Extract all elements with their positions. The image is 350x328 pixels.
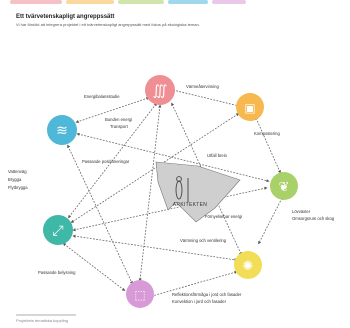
connector-thermal-cube: [138, 104, 162, 282]
node-leaves: ❦: [270, 172, 298, 200]
connector-leaves-tools: [72, 186, 268, 232]
node-sun: ✺: [234, 251, 262, 279]
box-icon: ▣: [244, 101, 255, 115]
center-architect: ARKITEKTEN: [155, 161, 241, 223]
label-vattenvag: Vattenväg: [8, 169, 27, 174]
connector-box-tools: [70, 113, 240, 223]
label-energibalans: Energibalansstudie: [84, 94, 120, 99]
label-bunden-energi: Bunden energi: [105, 117, 133, 122]
top-color-strip: [0, 0, 350, 7]
label-konvektion: Konvektion i jord och fasader: [172, 299, 227, 304]
label-transport: Transport: [110, 124, 128, 129]
label-lovvaxter: Lövväxter: [292, 209, 311, 214]
connector-leaves-sun: [258, 196, 283, 245]
waves-icon: ≋: [56, 123, 68, 139]
node-thermal: ∭: [145, 75, 175, 105]
node-tools: ⤢: [43, 215, 73, 245]
label-reflektion: Reflektionsförmåga i jord och fasader: [172, 292, 242, 297]
heat-waves-icon: ∭: [153, 83, 168, 99]
connector-sun-cube: [150, 270, 238, 298]
architect-head: [176, 176, 182, 182]
connector-tools-sun: [72, 234, 238, 262]
connector-box-leaves: [255, 116, 281, 174]
node-water: ≋: [47, 115, 77, 145]
connector-water-leaves: [76, 132, 270, 183]
connector-tools-cube: [62, 243, 126, 291]
diagram-title: Ett tvärvetenskapligt angreppssätt: [16, 14, 115, 20]
label-varmning-ventilering: Värmning och ventilering: [180, 238, 227, 243]
label-fornyelsebar-energi: Förnyelsebar energi: [205, 214, 243, 219]
footer-caption: Projektets tematiska koppling: [16, 318, 69, 323]
leaves-icon: ❦: [279, 180, 290, 195]
cube-icon: ⬚: [134, 288, 145, 302]
label-varmeatervinning: Värmeåtervinning: [186, 84, 219, 89]
label-kompostering: Kompostering: [254, 131, 280, 136]
label-utfall: Utfall brein: [207, 153, 228, 158]
connector-thermal-box: [171, 88, 241, 108]
connector-water-cube: [67, 144, 133, 285]
sun-icon: ✺: [243, 259, 254, 274]
node-cube: ⬚: [126, 280, 154, 308]
connector-lines: [62, 88, 283, 298]
label-passande-positioneringar: Passande positioneringar: [82, 159, 130, 164]
center-label: ARKITEKTEN: [173, 202, 207, 208]
tools-icon: ⤢: [52, 223, 63, 239]
label-passande-belysning: Passande belysning: [38, 270, 76, 275]
label-omsorgsrum: Omsorgsrum och skog: [292, 216, 335, 221]
diagram-subtitle: Vi har försökt att integrera projektet i…: [16, 22, 200, 27]
label-flytbrygga: Flytbrygga: [8, 185, 28, 190]
node-box: ▣: [236, 93, 264, 121]
label-brygga: Brygga: [8, 177, 22, 182]
footer-divider: [16, 314, 76, 316]
